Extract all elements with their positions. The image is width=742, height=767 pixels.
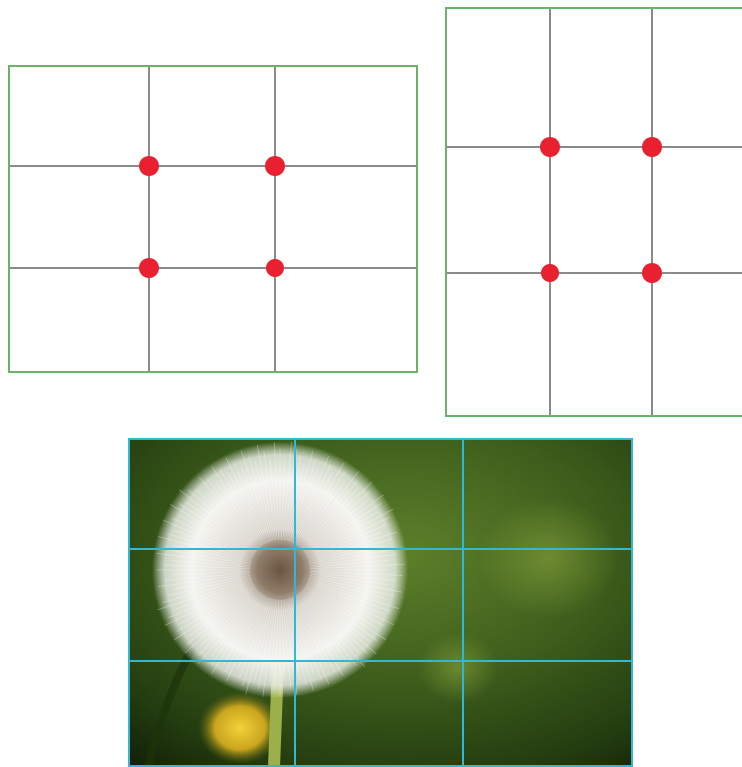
- portrait-power-point-bottom-right: [642, 263, 662, 283]
- portrait-power-point-top-right: [642, 137, 662, 157]
- background-bokeh-2: [418, 633, 498, 703]
- landscape-power-point-bottom-right: [266, 259, 284, 277]
- landscape-frame-border: [9, 66, 417, 372]
- landscape-power-point-bottom-left: [139, 258, 159, 278]
- portrait-thirds-grid: [445, 7, 742, 417]
- portrait-grid-svg: [445, 7, 742, 417]
- landscape-thirds-grid: [8, 65, 418, 373]
- background-bokeh-1: [478, 498, 618, 618]
- portrait-power-point-bottom-left: [541, 264, 559, 282]
- dandelion-photo-example: [128, 438, 633, 767]
- landscape-grid-svg: [8, 65, 418, 373]
- landscape-power-point-top-left: [139, 156, 159, 176]
- portrait-power-point-top-left: [540, 137, 560, 157]
- dandelion-photo-svg: [128, 438, 633, 767]
- portrait-frame-border: [446, 8, 742, 416]
- landscape-power-point-top-right: [265, 156, 285, 176]
